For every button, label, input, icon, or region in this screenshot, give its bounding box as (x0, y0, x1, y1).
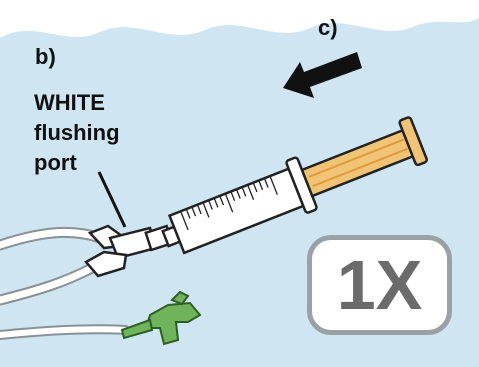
step-b-label: b) (35, 46, 56, 68)
flushing-port-label: WHITE flushing port (34, 88, 120, 178)
repeat-count-text: 1X (337, 250, 423, 320)
repeat-count-badge: 1X (307, 235, 452, 335)
step-c-label: c) (318, 17, 338, 39)
